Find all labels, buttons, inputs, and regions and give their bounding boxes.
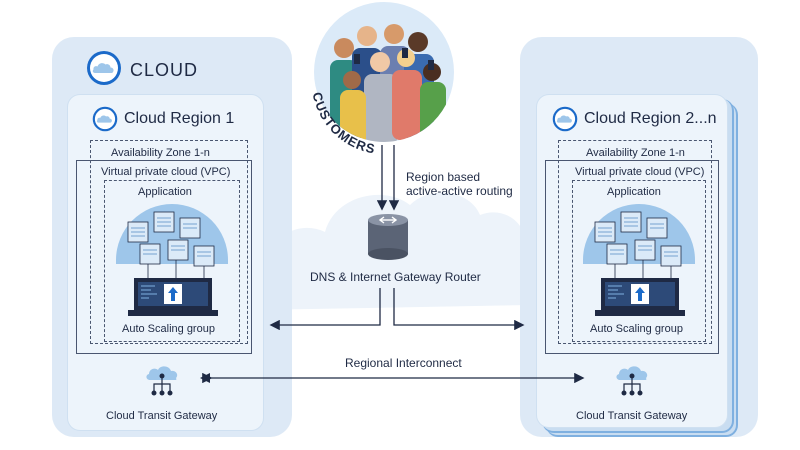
- region-2-logo: [552, 106, 578, 132]
- region-2-title: Cloud Region 2...n: [584, 110, 717, 127]
- region-1-application: [104, 180, 240, 342]
- interconnect-left-arrowhead: [200, 373, 210, 383]
- region-1-application-icon: [116, 204, 228, 316]
- region-1-availability-zone: [90, 140, 248, 344]
- routing-note-line-1: Region based: [406, 170, 481, 184]
- region-2-availability-zone: [558, 140, 712, 344]
- region-1-transit-gateway-label: Cloud Transit Gateway: [106, 410, 218, 422]
- router-icon: [368, 214, 408, 260]
- region-1-availability-zone-label: Availability Zone 1-n: [111, 147, 210, 159]
- region-2-vpc-label: Virtual private cloud (VPC): [575, 166, 705, 178]
- region-1-auto-scaling-label: Auto Scaling group: [122, 323, 215, 335]
- region-1-vpc: [76, 160, 252, 354]
- region-2-vpc: [545, 160, 719, 354]
- cloud-logo-icon: [87, 51, 121, 85]
- cloud-logo: [86, 50, 122, 86]
- cloud-title: CLOUD: [130, 60, 199, 80]
- interconnect-label: Regional Interconnect: [345, 356, 462, 370]
- region-1-title: Cloud Region 1: [124, 110, 235, 127]
- region-1-application-label: Application: [138, 186, 192, 198]
- region-2-application-icon: [583, 204, 695, 316]
- customers-illustration: CUSTOMERS: [302, 0, 466, 157]
- region-2-auto-scaling-label: Auto Scaling group: [590, 323, 683, 335]
- region-1-transit-gateway-icon: [146, 366, 178, 396]
- cloud-region-icon: [552, 106, 578, 132]
- region-2-transit-gateway-icon: [616, 366, 648, 396]
- routing-note-line-2: active-active routing: [406, 184, 513, 198]
- region-2-availability-zone-label: Availability Zone 1-n: [586, 147, 685, 159]
- region-1-logo: [92, 106, 118, 132]
- region-2-application: [572, 180, 706, 342]
- cloud-region-icon: [92, 106, 118, 132]
- router-label: DNS & Internet Gateway Router: [310, 270, 481, 284]
- region-1-vpc-label: Virtual private cloud (VPC): [101, 166, 231, 178]
- region-2-transit-gateway-label: Cloud Transit Gateway: [576, 410, 688, 422]
- region-2-application-label: Application: [607, 186, 661, 198]
